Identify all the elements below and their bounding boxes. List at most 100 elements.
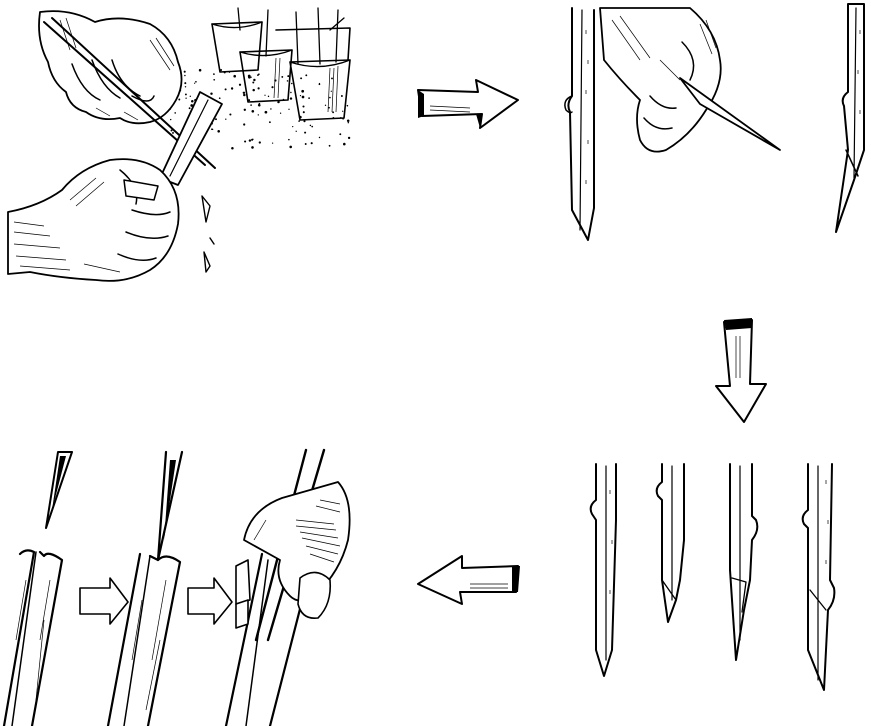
soil-dot xyxy=(259,103,261,105)
cut-scion-variants-illustration xyxy=(591,464,835,690)
soil-dot xyxy=(329,145,331,147)
soil-dot xyxy=(248,75,251,78)
soil-dot xyxy=(288,139,290,141)
soil-dot xyxy=(211,128,213,130)
soil-dot xyxy=(257,74,259,76)
soil-dot xyxy=(311,142,313,144)
soil-dot xyxy=(213,73,215,75)
graft-step-3 xyxy=(226,450,350,726)
soil-dot xyxy=(281,76,283,78)
soil-dot xyxy=(292,126,293,127)
soil-dot xyxy=(184,82,186,84)
soil-dot xyxy=(308,97,310,99)
soil-dot xyxy=(199,69,202,72)
soil-dot xyxy=(174,112,176,114)
soil-dot xyxy=(296,131,297,132)
soil-dot xyxy=(272,142,273,143)
soil-dot xyxy=(172,132,174,134)
soil-dot xyxy=(290,92,291,93)
soil-dot xyxy=(189,107,191,109)
soil-dot xyxy=(259,141,261,143)
soil-dot xyxy=(244,140,246,142)
arrow-down-icon xyxy=(716,318,766,422)
soil-dot xyxy=(194,83,195,84)
soil-dot xyxy=(210,92,212,94)
soil-dot xyxy=(258,87,260,89)
soil-dot xyxy=(252,89,254,91)
soil-dot xyxy=(170,119,171,120)
soil-dot xyxy=(249,139,251,141)
soil-dot xyxy=(258,104,260,106)
soil-dot xyxy=(233,75,236,78)
soil-dot xyxy=(215,118,217,120)
soil-dot xyxy=(243,94,246,97)
soil-dot xyxy=(225,88,227,90)
soil-dot xyxy=(290,97,292,99)
soil-dot xyxy=(264,95,265,96)
soil-dot xyxy=(265,111,268,114)
soil-dot xyxy=(250,104,252,106)
soil-dot xyxy=(329,97,331,99)
soil-dot xyxy=(287,80,289,82)
soil-dot xyxy=(301,90,304,93)
soil-dot xyxy=(277,101,279,103)
scion-variant-2 xyxy=(657,464,684,622)
soil-dot xyxy=(347,120,350,123)
soil-dot xyxy=(191,100,194,103)
soil-dot xyxy=(248,99,250,101)
soil-dot xyxy=(252,82,254,84)
soil-dot xyxy=(184,75,186,77)
soil-dot xyxy=(339,133,341,135)
soil-dot xyxy=(252,139,253,140)
wood-shavings xyxy=(202,196,214,272)
soil-dot xyxy=(231,87,233,89)
soil-dot xyxy=(229,113,231,115)
arrow-right-icon xyxy=(418,80,518,128)
soil-dot xyxy=(319,137,320,138)
soil-dot xyxy=(271,86,273,88)
soil-dot xyxy=(310,125,312,127)
soil-dot xyxy=(348,122,349,123)
soil-dot xyxy=(291,83,293,85)
scion-variant-3 xyxy=(730,464,757,660)
soil-dot xyxy=(288,109,289,110)
soil-dot xyxy=(341,95,343,97)
soil-dot xyxy=(225,119,226,120)
soil-dot xyxy=(178,99,180,101)
soil-dot xyxy=(229,72,230,73)
soil-dot xyxy=(319,83,321,85)
soil-dot xyxy=(302,96,305,99)
shaping-wedge-illustration xyxy=(565,4,864,240)
hands-cutting-scion-illustration xyxy=(8,8,350,281)
step-arrow-1-icon xyxy=(80,578,128,624)
soil-dot xyxy=(342,118,344,120)
soil-dot xyxy=(325,105,326,106)
soil-dot xyxy=(302,105,304,107)
soil-dot xyxy=(217,130,220,133)
soil-dot xyxy=(185,98,186,99)
soil-dot xyxy=(331,91,332,92)
soil-dot xyxy=(243,92,245,94)
soil-dot xyxy=(298,120,300,122)
soil-dot xyxy=(219,97,221,99)
soil-dot xyxy=(270,108,271,109)
soil-dot xyxy=(185,93,187,95)
soil-dot xyxy=(328,107,330,109)
soil-dot xyxy=(300,95,301,96)
graft-step-1 xyxy=(4,452,72,726)
soil-dot xyxy=(300,77,302,79)
soil-dot xyxy=(304,132,306,134)
soil-dot xyxy=(332,117,334,119)
soil-dot xyxy=(258,114,259,115)
soil-dot xyxy=(213,79,215,81)
soil-dot xyxy=(340,117,341,118)
soil-dot xyxy=(287,75,289,77)
soil-dot xyxy=(184,71,186,73)
soil-dot xyxy=(274,79,276,81)
soil-dot xyxy=(343,143,346,146)
soil-dot xyxy=(332,111,334,113)
soil-dot xyxy=(185,86,186,87)
soil-dot xyxy=(244,109,246,111)
soil-dot xyxy=(305,74,307,76)
